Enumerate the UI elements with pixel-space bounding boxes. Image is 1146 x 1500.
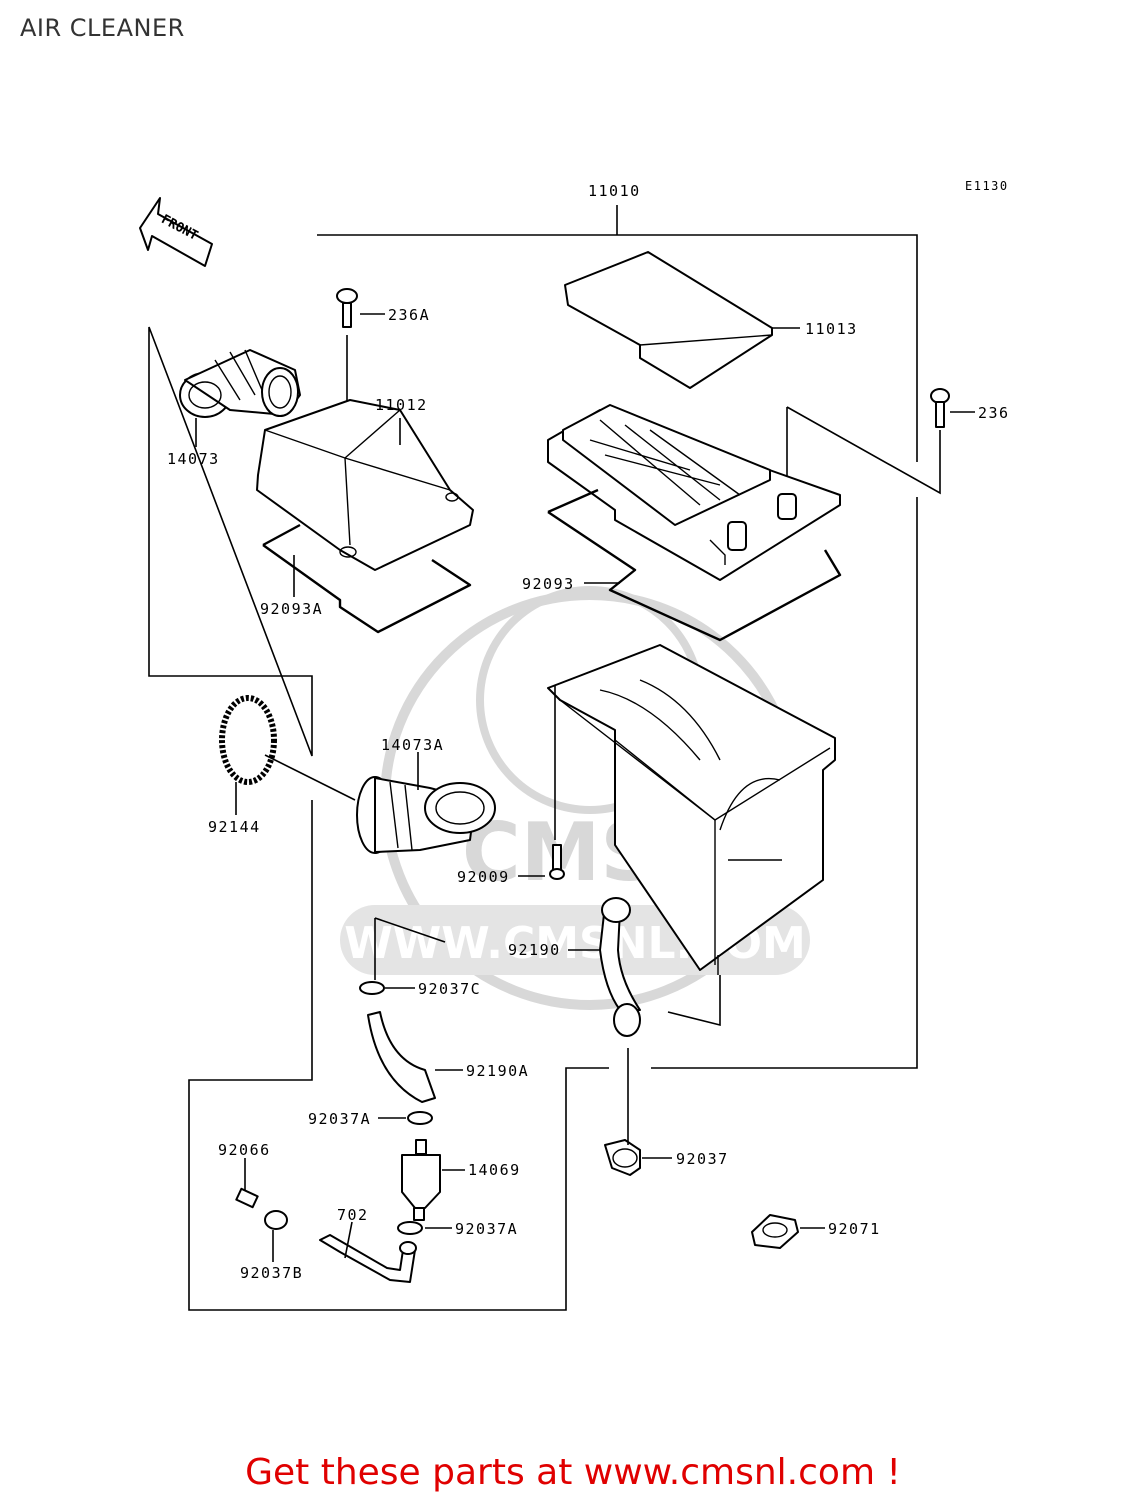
clip-92037A-top <box>407 1111 433 1125</box>
label-14073A: 14073A <box>381 736 444 754</box>
clamp-ring-92144 <box>219 695 277 785</box>
label-11010: 11010 <box>588 182 641 200</box>
parts-diagram: CMS WWW.CMSNL.COM E1130 FRONT <box>139 179 1010 1311</box>
diagram-code: E1130 <box>965 179 1009 193</box>
label-92037: 92037 <box>676 1150 729 1168</box>
label-92190A: 92190A <box>466 1062 529 1080</box>
label-92037C: 92037C <box>418 980 481 998</box>
label-92093A: 92093A <box>260 600 323 618</box>
cover-11012 <box>256 399 474 571</box>
label-92009: 92009 <box>457 868 510 886</box>
label-92037B: 92037B <box>240 1264 303 1282</box>
hose-92190A <box>367 1011 436 1103</box>
label-92037A-bottom: 92037A <box>455 1220 518 1238</box>
label-92037A-top: 92037A <box>308 1110 371 1128</box>
front-arrow-icon: FRONT <box>139 197 213 267</box>
label-236: 236 <box>978 404 1010 422</box>
clip-92037C <box>359 981 385 995</box>
fuel-filter-14069 <box>401 1139 441 1221</box>
clamp-92037 <box>604 1139 641 1176</box>
gasket-92093 <box>547 488 842 642</box>
page-title: AIR CLEANER <box>20 14 185 42</box>
label-14069: 14069 <box>468 1161 521 1179</box>
filter-element <box>547 404 841 581</box>
label-702: 702 <box>337 1206 369 1224</box>
label-92144: 92144 <box>208 818 261 836</box>
label-92093: 92093 <box>522 575 575 593</box>
label-11012: 11012 <box>375 396 428 414</box>
assembly-boundary <box>148 234 918 1311</box>
screw-92009 <box>549 844 565 880</box>
label-14073: 14073 <box>167 450 220 468</box>
clip-92037A-bottom <box>397 1221 423 1235</box>
footer-link[interactable]: Get these parts at www.cmsnl.com ! <box>245 1452 901 1493</box>
hose-702 <box>319 1234 416 1283</box>
duct-14073 <box>179 349 301 418</box>
fitting-92066 <box>235 1187 259 1209</box>
filter-cover-11013 <box>564 251 773 389</box>
clip-92037B <box>264 1210 288 1230</box>
duct-14073A <box>356 776 496 854</box>
grommet-92071 <box>751 1214 799 1249</box>
label-236A: 236A <box>388 306 430 324</box>
air-box <box>547 644 836 975</box>
gasket-92093A <box>262 523 472 634</box>
hose-92190 <box>599 897 641 1037</box>
label-11013: 11013 <box>805 320 858 338</box>
label-92071: 92071 <box>828 1220 881 1238</box>
label-92190: 92190 <box>508 941 561 959</box>
screw-236A <box>336 288 358 328</box>
screw-236 <box>930 388 950 428</box>
label-92066: 92066 <box>218 1141 271 1159</box>
